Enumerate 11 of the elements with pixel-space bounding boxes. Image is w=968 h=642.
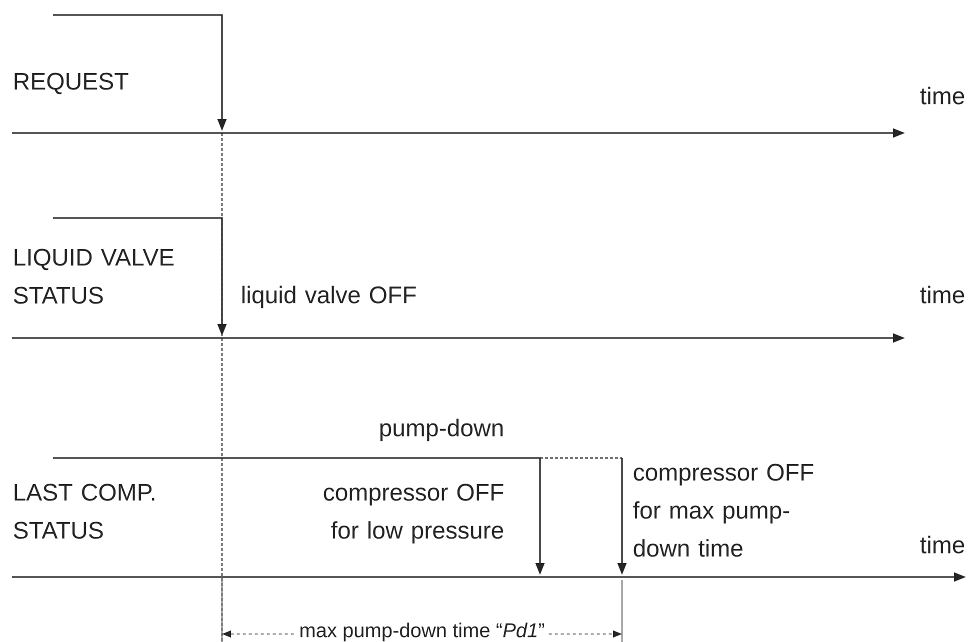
annotation: liquid valve OFF bbox=[242, 286, 416, 308]
signal-name: REQUEST bbox=[14, 72, 128, 94]
annotation: compressor OFF for max pump-down time bbox=[633, 464, 814, 557]
axis-label: time bbox=[920, 86, 964, 104]
axis-label: time bbox=[920, 286, 964, 304]
signal-name: LIQUID VALVE STATUS bbox=[14, 248, 174, 304]
axis-label: time bbox=[920, 536, 964, 554]
signal-name: LAST COMP. STATUS bbox=[14, 484, 154, 539]
annotation: pump-down bbox=[380, 418, 503, 442]
annotation: compressor OFF for low pressure bbox=[324, 484, 504, 544]
dimension-label: max pump-down time “Pd1” bbox=[296, 620, 548, 642]
